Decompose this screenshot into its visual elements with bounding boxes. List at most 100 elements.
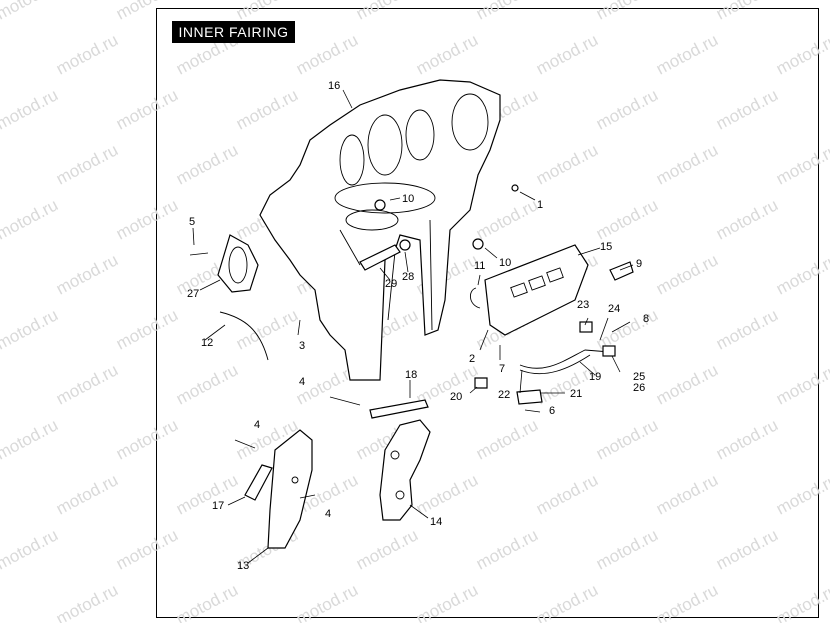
watermark-text-24: motod.ru <box>653 30 721 78</box>
watermark-text-21: motod.ru <box>293 30 361 78</box>
trim-strip-part <box>219 311 269 361</box>
watermark-text-64: motod.ru <box>0 305 61 353</box>
callout-6: 6 <box>549 405 555 417</box>
callout-8: 8 <box>643 313 649 325</box>
small-parts <box>189 184 634 499</box>
watermark-text-51: motod.ru <box>593 195 661 243</box>
callout-4b: 4 <box>254 419 260 431</box>
speaker-cover-part <box>217 234 259 293</box>
lower-bracket-part <box>244 429 313 549</box>
watermark-text-47: motod.ru <box>113 195 181 243</box>
watermark-text-50: motod.ru <box>473 195 541 243</box>
watermark-text-34: motod.ru <box>713 85 781 133</box>
watermark-text-22: motod.ru <box>413 30 481 78</box>
watermark-text-82: motod.ru <box>0 415 61 463</box>
watermark-text-94: motod.ru <box>413 470 481 518</box>
leader-lines <box>192 89 634 564</box>
watermark-text-115: motod.ru <box>773 580 830 623</box>
callout-16: 16 <box>328 80 340 92</box>
watermark-text-61: motod.ru <box>773 250 830 298</box>
watermark-text-52: motod.ru <box>713 195 781 243</box>
bracket-strip-part <box>369 399 429 419</box>
callout-29: 29 <box>385 278 397 290</box>
watermark-text-79: motod.ru <box>773 360 830 408</box>
watermark-text-55: motod.ru <box>53 250 121 298</box>
watermark-text-101: motod.ru <box>113 525 181 573</box>
callout-14: 14 <box>430 516 442 528</box>
watermark-text-86: motod.ru <box>473 415 541 463</box>
callout-4c: 4 <box>325 508 331 520</box>
watermark-text-30: motod.ru <box>233 85 301 133</box>
watermark-text-74: motod.ru <box>173 360 241 408</box>
watermark-text-16: motod.ru <box>713 0 781 24</box>
watermark-text-103: motod.ru <box>353 525 421 573</box>
watermark-text-111: motod.ru <box>293 580 361 623</box>
mounting-bracket-part <box>379 419 431 521</box>
watermark-text-11: motod.ru <box>113 0 181 24</box>
watermark-text-83: motod.ru <box>113 415 181 463</box>
watermark-text-65: motod.ru <box>113 305 181 353</box>
inner-fairing-part <box>259 79 501 381</box>
watermark-text-10: motod.ru <box>0 0 61 24</box>
callout-1: 1 <box>537 199 543 211</box>
callout-9: 9 <box>636 258 642 270</box>
callout-15: 15 <box>600 241 612 253</box>
callout-10a: 10 <box>402 193 414 205</box>
watermark-text-73: motod.ru <box>53 360 121 408</box>
callout-28: 28 <box>402 271 414 283</box>
callout-24: 24 <box>608 303 620 315</box>
watermark-text-87: motod.ru <box>593 415 661 463</box>
watermark-text-104: motod.ru <box>473 525 541 573</box>
callout-26: 26 <box>633 382 645 394</box>
callout-21: 21 <box>570 388 582 400</box>
callout-4a: 4 <box>299 376 305 388</box>
callout-3: 3 <box>299 340 305 352</box>
callout-17: 17 <box>212 500 224 512</box>
callout-2: 2 <box>469 353 475 365</box>
callout-22: 22 <box>498 389 510 401</box>
watermark-text-36: motod.ru <box>0 140 1 188</box>
watermark-text-28: motod.ru <box>0 85 61 133</box>
watermark-text-29: motod.ru <box>113 85 181 133</box>
watermark-text-38: motod.ru <box>173 140 241 188</box>
watermark-text-96: motod.ru <box>653 470 721 518</box>
watermark-text-88: motod.ru <box>713 415 781 463</box>
watermark-text-70: motod.ru <box>713 305 781 353</box>
watermark-text-46: motod.ru <box>0 195 61 243</box>
watermark-text-72: motod.ru <box>0 360 1 408</box>
watermark-text-19: motod.ru <box>53 30 121 78</box>
callout-7: 7 <box>499 363 505 375</box>
watermark-text-97: motod.ru <box>773 470 830 518</box>
diagram-title: INNER FAIRING <box>172 21 295 43</box>
watermark-text-100: motod.ru <box>0 525 61 573</box>
watermark-text-54: motod.ru <box>0 250 1 298</box>
wiring-harness-part <box>519 321 616 375</box>
switch-panel-part <box>484 244 589 336</box>
watermark-text-105: motod.ru <box>593 525 661 573</box>
watermark-text-113: motod.ru <box>533 580 601 623</box>
watermark-text-110: motod.ru <box>173 580 241 623</box>
watermark-text-42: motod.ru <box>653 140 721 188</box>
watermark-text-66: motod.ru <box>233 305 301 353</box>
callout-20: 20 <box>450 391 462 403</box>
callout-25: 25 <box>633 371 645 383</box>
callout-11: 11 <box>474 260 485 272</box>
watermark-text-78: motod.ru <box>653 360 721 408</box>
watermark-text-109: motod.ru <box>53 580 121 623</box>
callout-27: 27 <box>187 288 199 300</box>
watermark-text-106: motod.ru <box>713 525 781 573</box>
watermark-text-112: motod.ru <box>413 580 481 623</box>
watermark-text-41: motod.ru <box>533 140 601 188</box>
watermark-text-37: motod.ru <box>53 140 121 188</box>
watermark-text-13: motod.ru <box>353 0 421 24</box>
callout-13: 13 <box>237 560 249 572</box>
watermark-text-23: motod.ru <box>533 30 601 78</box>
callout-5: 5 <box>189 216 195 228</box>
watermark-text-114: motod.ru <box>653 580 721 623</box>
callout-23: 23 <box>577 299 589 311</box>
callout-19: 19 <box>589 371 601 383</box>
watermark-text-90: motod.ru <box>0 470 1 518</box>
callout-10b: 10 <box>499 257 511 269</box>
watermark-text-108: motod.ru <box>0 580 1 623</box>
